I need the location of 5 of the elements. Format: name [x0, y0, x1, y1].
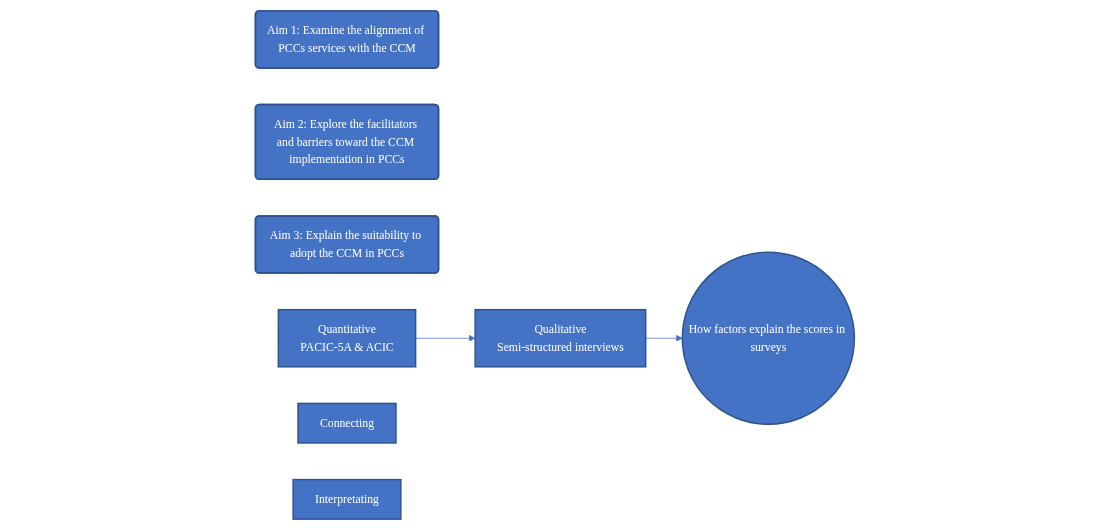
node-box: Connecting [296, 402, 397, 444]
node-box: Interpretating [291, 478, 402, 520]
node-circle: How factors explain the scores in surveys [681, 250, 855, 425]
node-box: Quantitative PACIC-5A & ACIC [277, 308, 416, 368]
node-box: Qualitative Semi-structured interviews [474, 308, 646, 368]
